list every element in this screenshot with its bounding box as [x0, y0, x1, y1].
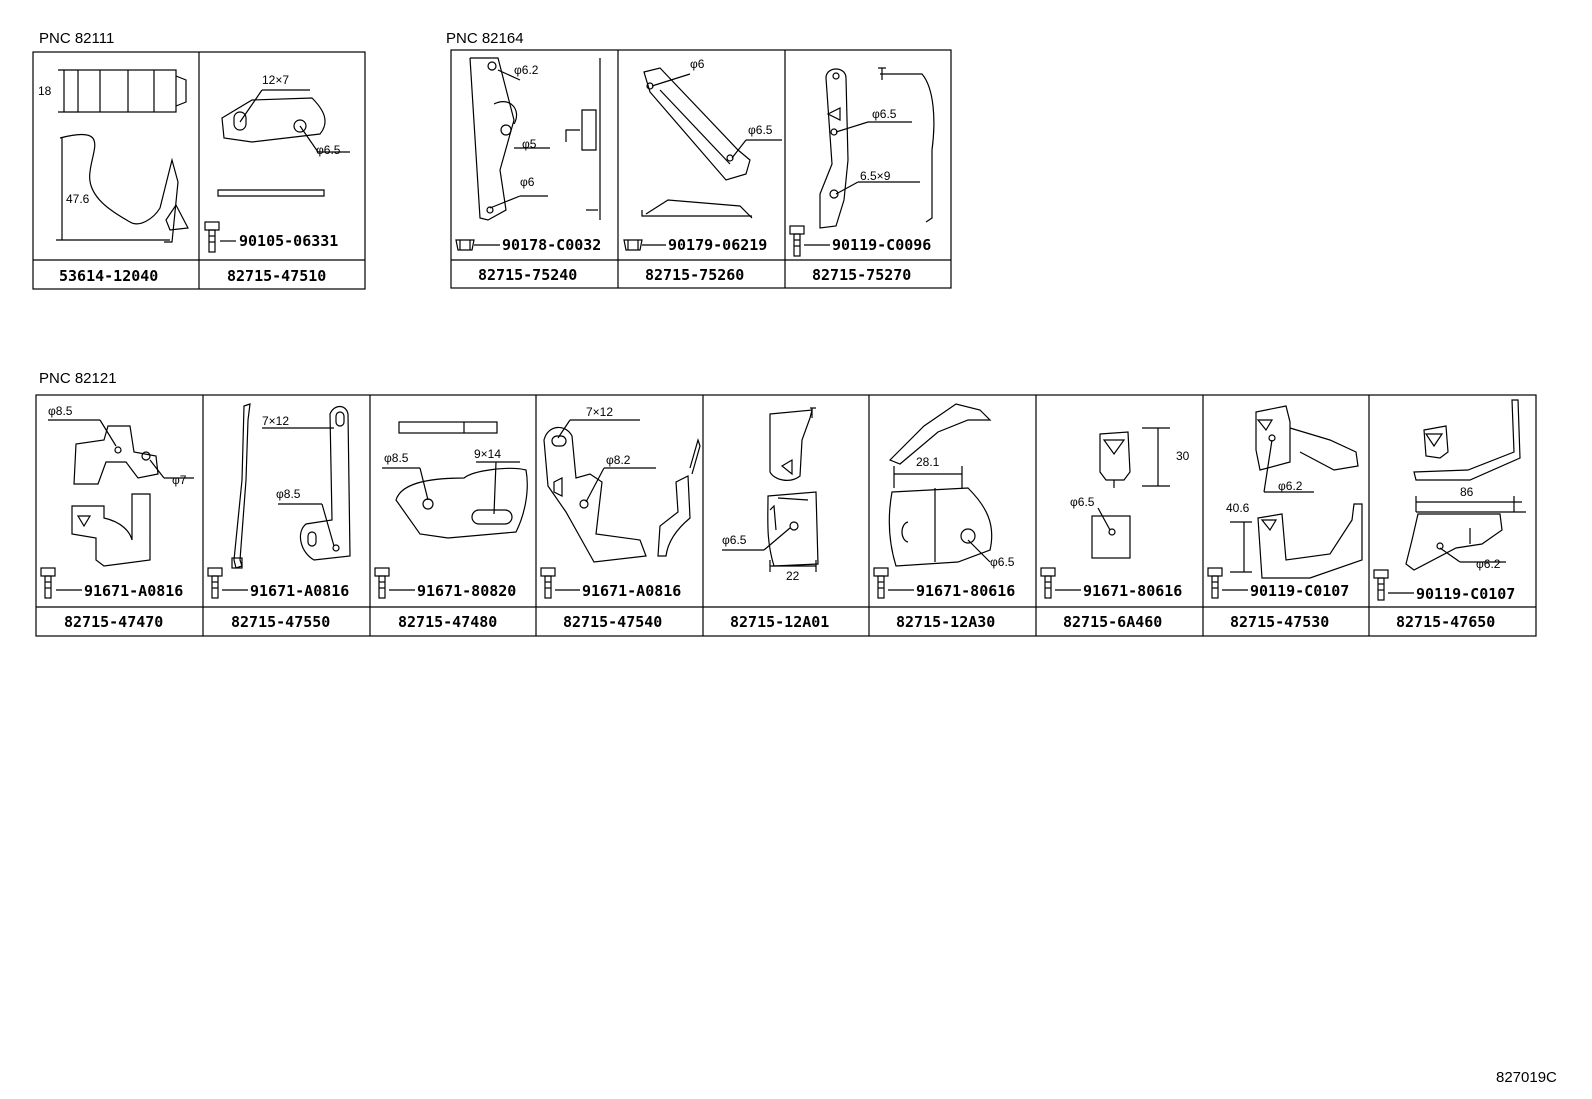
dim-label: φ7 [172, 473, 187, 487]
bolt-icon [207, 567, 223, 599]
dim-label: φ6 [520, 175, 535, 189]
dim-label: φ6.2 [1476, 557, 1501, 571]
dim-label: 6.5×9 [860, 169, 891, 183]
bolt-icon [204, 221, 220, 253]
part-number: 82715-6A460 [1063, 613, 1162, 631]
dim-label: 30 [1176, 449, 1190, 463]
part-number: 82715-75260 [645, 266, 744, 284]
pnc-label-82121: PNC 82121 [39, 370, 117, 387]
part-drawing-82715-12A01 [722, 407, 819, 572]
part-drawing-82715-12A30 [888, 403, 993, 567]
part-number: 82715-47540 [563, 613, 662, 631]
dim-label: φ6.5 [872, 107, 897, 121]
bolt-part-number: 90105-06331 [239, 232, 338, 250]
part-drawing-53614-12040 [56, 69, 189, 243]
dim-label: φ6.5 [748, 123, 773, 137]
part-drawing-82715-47480 [382, 421, 528, 539]
part-number: 82715-47480 [398, 613, 497, 631]
part-drawing-82715-47550 [231, 403, 351, 569]
bolt-part-number: 90178-C0032 [502, 236, 601, 254]
dim-label: φ8.5 [384, 451, 409, 465]
drawing-code: 827019C [1496, 1069, 1557, 1086]
bolt-icon [789, 225, 805, 257]
part-number: 82715-47510 [227, 267, 326, 285]
part-drawing-82715-75260 [641, 67, 782, 219]
bolt-icon [40, 567, 56, 599]
dim-label: φ6 [690, 57, 705, 71]
bolt-icon [374, 567, 390, 599]
bolt-icon [540, 567, 556, 599]
nut-icon [623, 239, 643, 251]
dim-label: 47.6 [66, 192, 90, 206]
dim-label: φ6.5 [316, 143, 341, 157]
bolt-part-number: 90119-C0096 [832, 236, 931, 254]
bolt-icon [1207, 567, 1223, 599]
bolt-part-number: 90119-C0107 [1250, 582, 1349, 600]
pnc-label-82111: PNC 82111 [39, 30, 115, 47]
dim-label: φ6.5 [1070, 495, 1095, 509]
part-number: 82715-12A01 [730, 613, 829, 631]
bolt-part-number: 91671-A0816 [250, 582, 349, 600]
bolt-part-number: 91671-A0816 [582, 582, 681, 600]
part-number: 82715-75240 [478, 266, 577, 284]
dim-label: 40.6 [1226, 501, 1250, 515]
dim-label: φ6.2 [514, 63, 539, 77]
bolt-icon [873, 567, 889, 599]
nut-icon [455, 239, 475, 251]
part-drawing-82715-75240 [469, 57, 601, 221]
bolt-part-number: 91671-A0816 [84, 582, 183, 600]
bolt-part-number: 90119-C0107 [1416, 585, 1515, 603]
dim-label: φ6.2 [1278, 479, 1303, 493]
dim-label: 22 [786, 569, 800, 583]
dim-label: 7×12 [262, 414, 289, 428]
dim-label: 28.1 [916, 455, 940, 469]
bolt-icon [1373, 569, 1389, 601]
part-number: 82715-12A30 [896, 613, 995, 631]
part-number: 82715-47650 [1396, 613, 1495, 631]
dim-label: φ8.2 [606, 453, 631, 467]
part-drawing-82715-47530 [1230, 405, 1363, 579]
dim-label: φ5 [522, 137, 537, 151]
bolt-icon [1040, 567, 1056, 599]
part-number: 82715-75270 [812, 266, 911, 284]
dim-label: 9×14 [474, 447, 501, 461]
part-number: 82715-47470 [64, 613, 163, 631]
part-number: 82715-47530 [1230, 613, 1329, 631]
part-number: 53614-12040 [59, 267, 158, 285]
dim-label: φ6.5 [722, 533, 747, 547]
bolt-part-number: 91671-80820 [417, 582, 516, 600]
part-number: 82715-47550 [231, 613, 330, 631]
dim-label: 18 [38, 84, 52, 98]
part-drawing-82715-47510 [217, 89, 350, 197]
dim-label: φ8.5 [276, 487, 301, 501]
part-drawing-82715-75270 [819, 67, 935, 229]
part-drawing-82715-6A460 [1091, 427, 1170, 559]
dim-label: 12×7 [262, 73, 289, 87]
part-drawing-82715-47650 [1405, 399, 1526, 571]
dim-label: 86 [1460, 485, 1474, 499]
dim-label: 7×12 [586, 405, 613, 419]
part-drawing-82715-47540 [543, 419, 701, 563]
group-82121-frame [35, 394, 1537, 637]
bolt-part-number: 91671-80616 [916, 582, 1015, 600]
bolt-part-number: 90179-06219 [668, 236, 767, 254]
bolt-part-number: 91671-80616 [1083, 582, 1182, 600]
dim-label: φ6.5 [990, 555, 1015, 569]
dim-label: φ8.5 [48, 404, 73, 418]
group-82111-frame [32, 51, 366, 290]
part-drawing-82715-47470 [48, 419, 194, 567]
group-82164-frame [450, 49, 952, 289]
pnc-label-82164: PNC 82164 [446, 30, 524, 47]
